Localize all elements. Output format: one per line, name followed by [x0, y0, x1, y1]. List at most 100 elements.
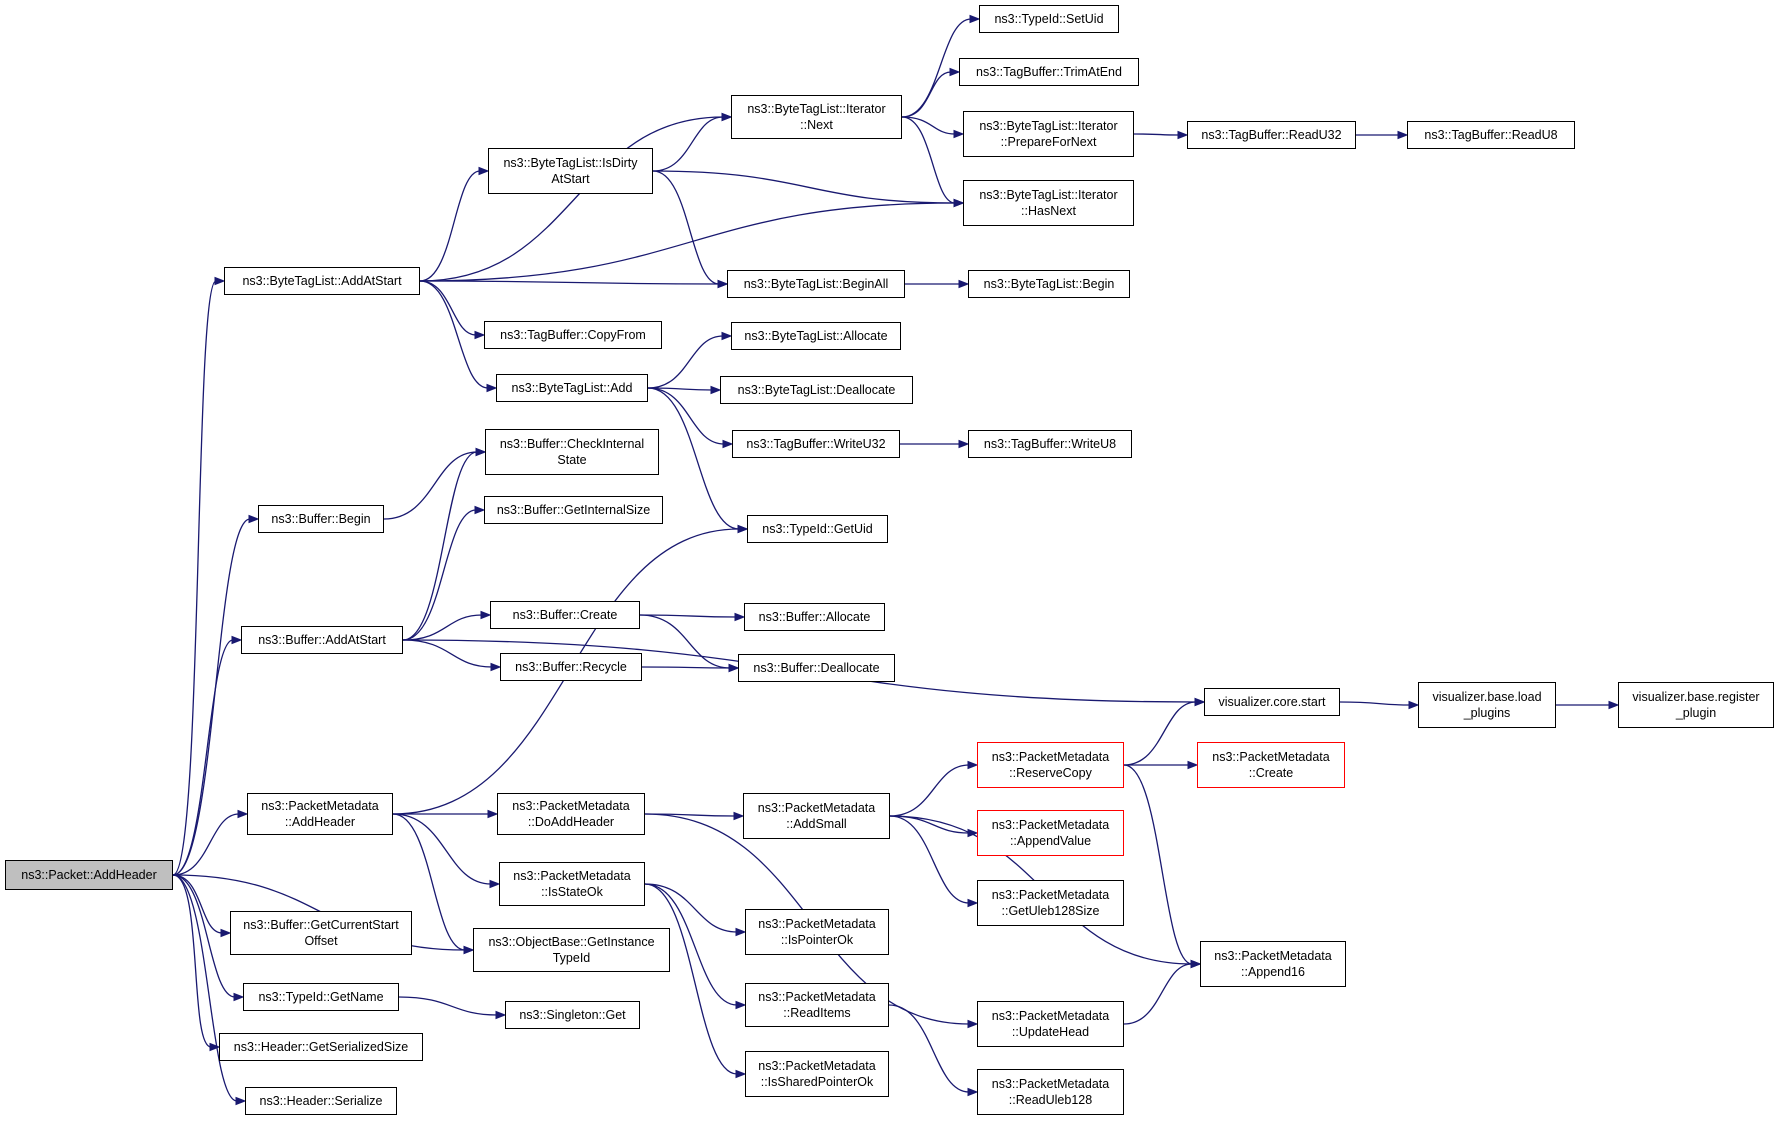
graph-edge-arrowhead	[1187, 760, 1199, 770]
graph-node[interactable]: ns3::Buffer::Create	[490, 601, 640, 629]
graph-edge	[392, 813, 466, 951]
graph-node-label: ns3::ByteTagList::IsDirty	[503, 156, 638, 170]
graph-node-label: ns3::PacketMetadata	[1214, 949, 1332, 963]
graph-node[interactable]: ns3::PacketMetadata::ReserveCopy	[977, 742, 1124, 788]
graph-edge-arrowhead	[463, 945, 475, 955]
graph-edge-arrowhead	[710, 385, 722, 395]
graph-edge-arrowhead	[722, 439, 734, 449]
graph-node[interactable]: ns3::ByteTagList::AddAtStart	[224, 267, 420, 295]
graph-node-label: ns3::Buffer::Allocate	[758, 610, 871, 624]
graph-node-label: ns3::Buffer::CheckInternal	[499, 437, 645, 451]
graph-edge	[644, 883, 738, 1075]
graph-edge	[1133, 133, 1180, 136]
graph-node[interactable]: ns3::Packet::AddHeader	[5, 860, 173, 890]
graph-node[interactable]: ns3::PacketMetadata::GetUleb128Size	[977, 880, 1124, 926]
graph-edge	[419, 116, 724, 282]
graph-node[interactable]: ns3::TagBuffer::ReadU8	[1407, 121, 1575, 149]
graph-node[interactable]: ns3::TypeId::SetUid	[979, 5, 1119, 33]
graph-edge	[419, 202, 956, 282]
graph-node[interactable]: ns3::ByteTagList::Add	[496, 374, 648, 402]
graph-node-label: ns3::ByteTagList::Add	[511, 381, 633, 395]
graph-node[interactable]: ns3::PacketMetadata::AddSmall	[743, 793, 890, 839]
graph-node[interactable]: ns3::Singleton::Get	[505, 1001, 640, 1029]
graph-node[interactable]: ns3::Header::GetSerializedSize	[219, 1033, 423, 1061]
graph-node[interactable]: ns3::TagBuffer::WriteU32	[732, 430, 900, 458]
graph-edge	[419, 280, 720, 285]
graph-node-label: ::ReserveCopy	[1009, 766, 1092, 780]
graph-edge	[398, 996, 498, 1016]
graph-edge-arrowhead	[734, 612, 746, 622]
graph-node[interactable]: ns3::Buffer::GetInternalSize	[484, 496, 663, 524]
graph-node[interactable]: ns3::PacketMetadata::ReadUleb128	[977, 1069, 1124, 1115]
graph-node[interactable]: ns3::TagBuffer::ReadU32	[1187, 121, 1356, 149]
graph-node[interactable]: ns3::TagBuffer::CopyFrom	[484, 321, 662, 349]
graph-node-label: ns3::ByteTagList::BeginAll	[743, 277, 889, 291]
graph-node-label: State	[557, 453, 587, 467]
graph-node-label: visualizer.base.load	[1432, 690, 1542, 704]
graph-node[interactable]: ns3::ByteTagList::Iterator::HasNext	[963, 180, 1134, 226]
graph-node-label: ns3::Header::GetSerializedSize	[233, 1040, 409, 1054]
graph-node[interactable]: ns3::Buffer::Begin	[258, 505, 384, 533]
graph-node-label: ::HasNext	[1021, 204, 1076, 218]
graph-node[interactable]: ns3::ByteTagList::Allocate	[731, 322, 901, 350]
graph-node[interactable]: ns3::ByteTagList::Iterator::PrepareForNe…	[963, 111, 1134, 157]
graph-node[interactable]: ns3::PacketMetadata::Append16	[1200, 941, 1346, 987]
graph-edge-arrowhead	[248, 514, 260, 524]
graph-node[interactable]: ns3::Header::Serialize	[245, 1087, 397, 1115]
graph-node[interactable]: ns3::PacketMetadata::IsPointerOk	[745, 909, 889, 955]
graph-node[interactable]: visualizer.core.start	[1204, 688, 1340, 716]
graph-node[interactable]: ns3::PacketMetadata::AddHeader	[247, 793, 393, 835]
graph-node[interactable]: ns3::Buffer::Deallocate	[738, 654, 895, 682]
graph-node[interactable]: ns3::TagBuffer::WriteU8	[968, 430, 1132, 458]
graph-edge-arrowhead	[717, 279, 729, 289]
graph-edge	[647, 335, 724, 389]
graph-node[interactable]: ns3::Buffer::Allocate	[744, 603, 885, 631]
graph-node-label: ns3::ByteTagList::Allocate	[744, 329, 888, 343]
graph-node-label: ns3::TypeId::SetUid	[994, 12, 1104, 26]
graph-node[interactable]: ns3::Buffer::Recycle	[500, 653, 642, 681]
graph-node[interactable]: ns3::PacketMetadata::IsStateOk	[499, 862, 645, 906]
graph-node[interactable]: ns3::PacketMetadata::ReadItems	[745, 983, 889, 1027]
graph-node[interactable]: ns3::PacketMetadata::IsSharedPointerOk	[745, 1051, 889, 1097]
graph-edge	[172, 813, 240, 876]
graph-node[interactable]: ns3::ByteTagList::Deallocate	[720, 376, 913, 404]
graph-edge	[1123, 764, 1193, 965]
graph-node[interactable]: ns3::PacketMetadata::Create	[1197, 742, 1345, 788]
graph-node[interactable]: ns3::ByteTagList::Begin	[968, 270, 1130, 298]
graph-node-label: ns3::PacketMetadata	[758, 990, 876, 1004]
graph-edge-arrowhead	[490, 662, 502, 672]
graph-edge-arrowhead	[233, 992, 245, 1002]
graph-node-label: ::DoAddHeader	[527, 815, 615, 829]
graph-edge-arrowhead	[1397, 130, 1409, 140]
graph-node-label: Offset	[304, 934, 338, 948]
graph-node[interactable]: ns3::ByteTagList::BeginAll	[727, 270, 905, 298]
graph-node[interactable]: ns3::PacketMetadata::AppendValue	[977, 810, 1124, 856]
graph-node[interactable]: ns3::Buffer::AddAtStart	[241, 626, 403, 654]
graph-node[interactable]: ns3::PacketMetadata::DoAddHeader	[497, 793, 645, 835]
graph-node-label: ::PrepareForNext	[1000, 135, 1097, 149]
graph-edge-arrowhead	[489, 879, 501, 889]
graph-node-label: ns3::PacketMetadata	[991, 1077, 1110, 1091]
graph-node-label: ::Append16	[1241, 965, 1305, 979]
graph-edge-arrowhead	[214, 276, 226, 286]
graph-node-label: _plugins	[1463, 706, 1511, 720]
graph-edge-arrowhead	[958, 439, 970, 449]
graph-edge-arrowhead	[735, 1000, 747, 1010]
graph-node[interactable]: ns3::PacketMetadata::UpdateHead	[977, 1001, 1124, 1047]
graph-node[interactable]: ns3::TypeId::GetName	[243, 983, 399, 1011]
graph-edge	[419, 170, 481, 282]
graph-node[interactable]: visualizer.base.load _plugins	[1418, 682, 1556, 728]
graph-node[interactable]: visualizer.base.register_plugin	[1618, 682, 1774, 728]
graph-edge-arrowhead	[735, 1069, 747, 1079]
graph-node[interactable]: ns3::TagBuffer::TrimAtEnd	[959, 58, 1139, 86]
graph-edge-arrowhead	[721, 331, 733, 341]
graph-node-label: ns3::Buffer::GetInternalSize	[496, 503, 651, 517]
graph-node-label: ns3::Singleton::Get	[519, 1008, 626, 1022]
graph-node[interactable]: ns3::ByteTagList::Iterator::Next	[731, 95, 902, 139]
graph-edge-arrowhead	[487, 809, 499, 819]
graph-node[interactable]: ns3::TypeId::GetUid	[747, 515, 888, 543]
